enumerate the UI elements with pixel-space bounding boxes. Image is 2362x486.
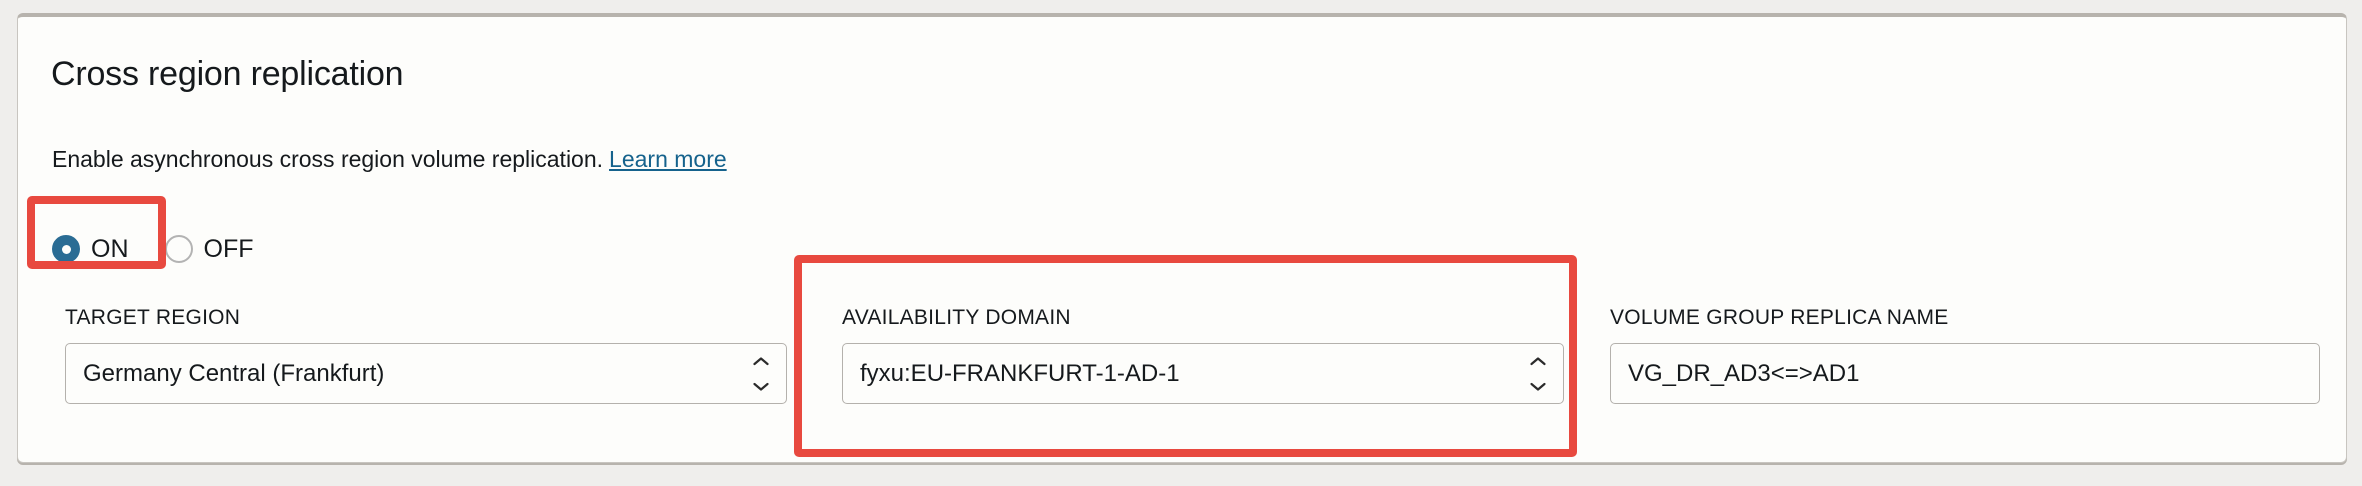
replication-toggle-group: ON OFF — [52, 227, 254, 271]
replication-fields-row: TARGET REGION Germany Central (Frankfurt… — [18, 305, 2362, 425]
field-label-target-region: TARGET REGION — [65, 306, 241, 329]
chevron-updown-icon[interactable] — [752, 356, 770, 391]
availability-domain-select[interactable]: fyxu:EU-FRANKFURT-1-AD-1 — [842, 343, 1564, 404]
radio-selected-icon[interactable] — [52, 235, 80, 263]
field-target-region: TARGET REGION Germany Central (Frankfurt… — [65, 305, 787, 404]
panel-description: Enable asynchronous cross region volume … — [52, 145, 727, 173]
volume-group-replica-name-value: VG_DR_AD3<=>AD1 — [1628, 359, 1860, 387]
radio-label-off: OFF — [203, 235, 254, 263]
field-label-availability-domain: AVAILABILITY DOMAIN — [842, 306, 1071, 329]
target-region-value: Germany Central (Frankfurt) — [83, 359, 385, 387]
field-volume-group-replica-name: VOLUME GROUP REPLICA NAME VG_DR_AD3<=>AD… — [1610, 305, 2320, 404]
cross-region-replication-card: Cross region replication Enable asynchro… — [17, 13, 2347, 463]
radio-unselected-icon[interactable] — [164, 235, 193, 263]
radio-label-on: ON — [91, 235, 129, 263]
target-region-select[interactable]: Germany Central (Frankfurt) — [65, 343, 787, 404]
field-availability-domain: AVAILABILITY DOMAIN fyxu:EU-FRANKFURT-1-… — [842, 305, 1564, 404]
field-label-volume-group-replica-name: VOLUME GROUP REPLICA NAME — [1610, 306, 1949, 329]
volume-group-replica-name-input[interactable]: VG_DR_AD3<=>AD1 — [1610, 343, 2320, 404]
radio-option-on[interactable]: ON — [52, 235, 129, 263]
page-title: Cross region replication — [51, 55, 404, 93]
description-text: Enable asynchronous cross region volume … — [52, 146, 604, 172]
chevron-updown-icon[interactable] — [1529, 356, 1547, 391]
learn-more-link[interactable]: Learn more — [609, 146, 727, 172]
radio-option-off[interactable]: OFF — [164, 235, 254, 263]
availability-domain-value: fyxu:EU-FRANKFURT-1-AD-1 — [860, 359, 1180, 387]
